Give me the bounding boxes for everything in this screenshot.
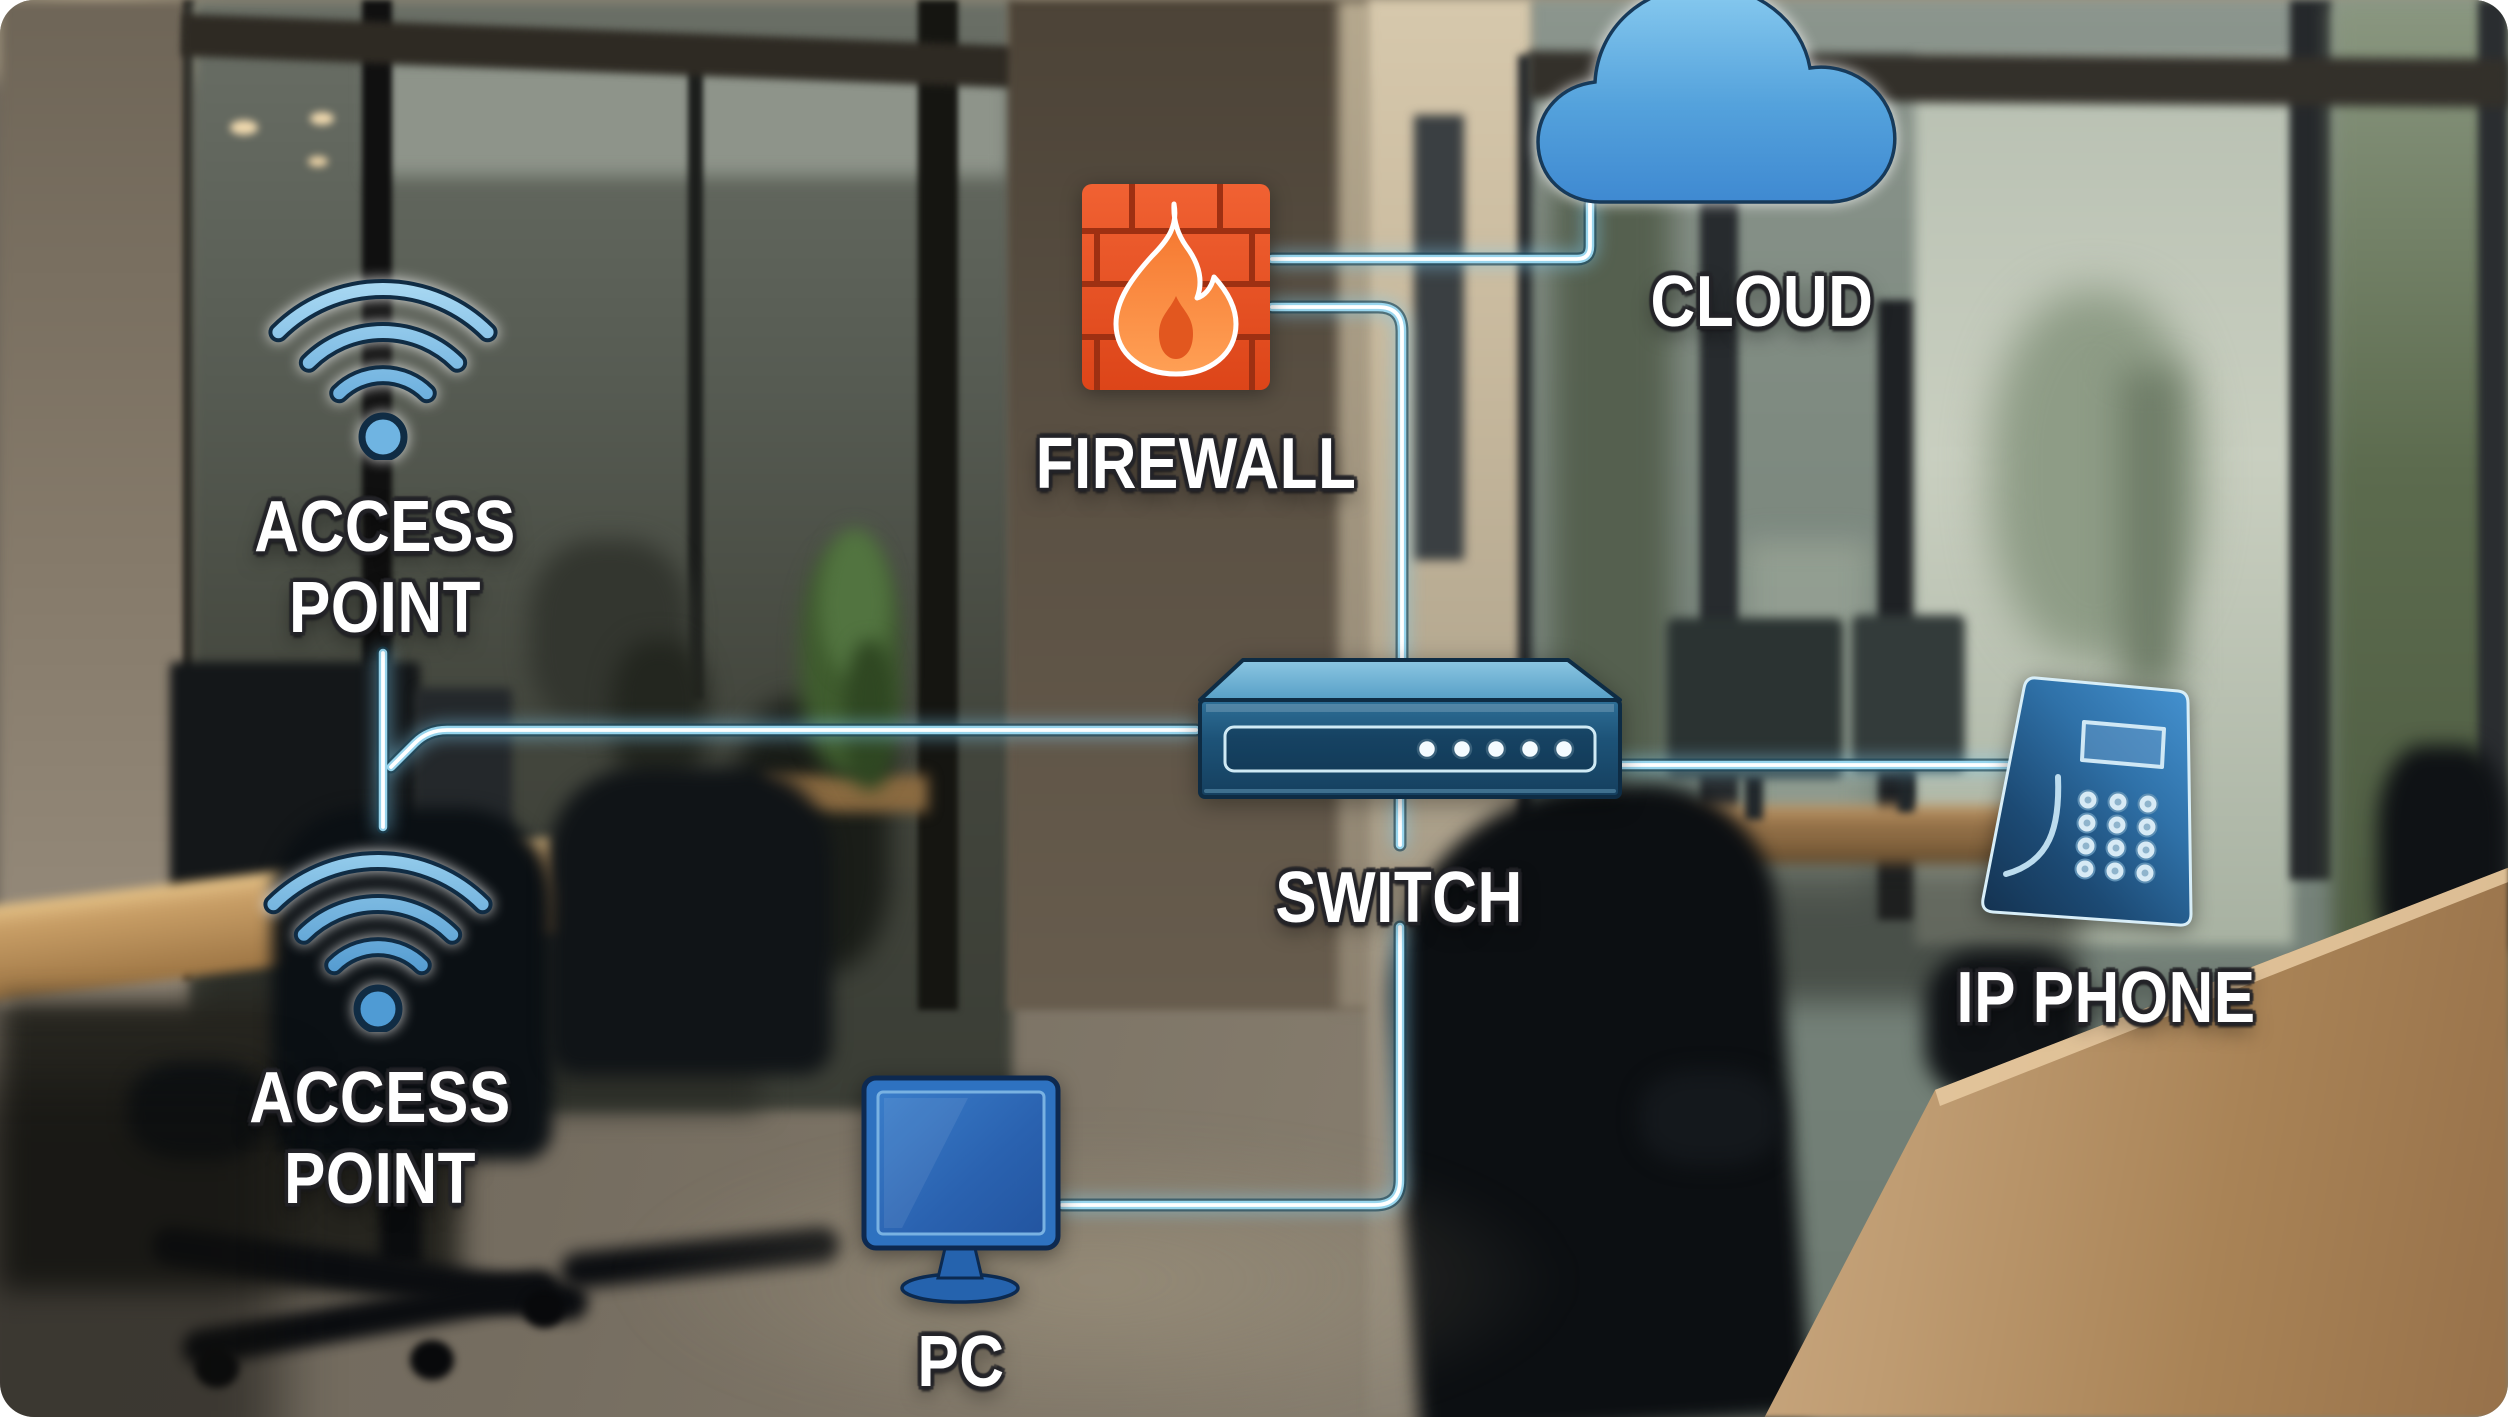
switch-box-icon bbox=[1198, 658, 1622, 799]
wifi-icon bbox=[263, 851, 493, 1032]
tree-trunk bbox=[2120, 370, 2180, 690]
room-chair-silhouette bbox=[612, 640, 707, 790]
glass-mullion bbox=[918, 0, 958, 1010]
office-chair-arm bbox=[1640, 1070, 1780, 1165]
glass-mullion bbox=[688, 60, 703, 700]
plant bbox=[845, 640, 895, 790]
left-wall bbox=[0, 0, 192, 1010]
ip-phone-icon bbox=[1981, 676, 2193, 927]
glass-mullion bbox=[362, 0, 392, 700]
ip-phone-label: IP PHONE bbox=[1956, 958, 2256, 1039]
monitor-stand bbox=[1898, 770, 1914, 812]
cloud-icon bbox=[1536, 0, 1897, 204]
access-point-2-label: ACCESS POINT bbox=[249, 1058, 511, 1220]
desktop-monitor-icon bbox=[861, 1075, 1061, 1304]
window-mullion bbox=[2290, 0, 2332, 880]
corner-vignette bbox=[0, 1080, 280, 1417]
ceiling-light-dot bbox=[230, 120, 258, 135]
chair-wheel bbox=[410, 1340, 454, 1380]
cloud-label: CLOUD bbox=[1650, 262, 1874, 343]
chair-post bbox=[380, 1155, 422, 1265]
ceiling-light-dot bbox=[308, 156, 328, 167]
firewall-brick-flame-icon bbox=[1082, 184, 1270, 390]
center-wall bbox=[1008, 0, 1370, 1010]
wifi-icon bbox=[268, 279, 498, 460]
floor-light bbox=[620, 1130, 1570, 1417]
access-point-1-label: ACCESS POINT bbox=[254, 487, 516, 649]
firewall-label: FIREWALL bbox=[1035, 424, 1357, 505]
monitor-silhouette bbox=[1852, 615, 1965, 772]
chair-wheel bbox=[523, 1290, 565, 1328]
monitor-silhouette bbox=[1667, 618, 1843, 778]
switch-label: SWITCH bbox=[1275, 858, 1523, 939]
door-frame bbox=[1414, 115, 1464, 560]
office-chair bbox=[548, 768, 832, 1075]
pc-label: PC bbox=[917, 1322, 1005, 1403]
ceiling-light-dot bbox=[310, 112, 334, 125]
monitor-stand bbox=[1745, 775, 1763, 820]
